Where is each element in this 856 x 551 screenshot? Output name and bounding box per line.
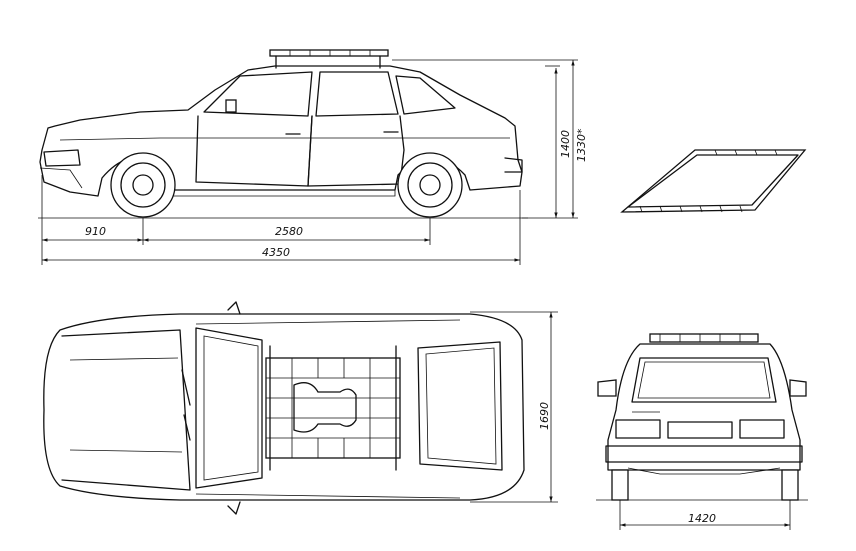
dim-overall-length: 4350 <box>262 246 290 259</box>
dim-height-rack: 1400 <box>559 130 572 158</box>
dim-front-overhang: 910 <box>85 225 106 238</box>
top-windshield <box>195 327 263 489</box>
dim-top-width: 1690 <box>538 402 551 430</box>
roof-rack <box>269 49 389 69</box>
top-body-outline <box>43 313 525 501</box>
side-view <box>38 49 528 219</box>
top-rear-glass <box>417 341 503 471</box>
top-rack-grid <box>265 345 401 471</box>
rear-body-outline <box>607 343 801 471</box>
side-mirror <box>225 99 237 113</box>
side-dimensions: 910 2580 4350 1400 1330* <box>41 59 588 265</box>
side-window-rear <box>315 71 399 117</box>
rear-window <box>631 357 777 403</box>
dim-rear-track: 1420 <box>688 512 716 525</box>
dim-wheelbase: 2580 <box>275 225 303 238</box>
side-window-front <box>203 71 313 117</box>
top-dimensions: 1690 <box>470 311 558 503</box>
roof-rack-detail <box>620 149 807 213</box>
top-view <box>43 301 525 515</box>
front-wheel <box>110 152 176 218</box>
rear-wheel <box>397 152 463 218</box>
rear-view <box>596 333 808 501</box>
rear-dimensions: 1420 <box>619 500 791 530</box>
dim-height-body: 1330* <box>575 128 588 162</box>
side-window-quarter <box>395 75 456 115</box>
